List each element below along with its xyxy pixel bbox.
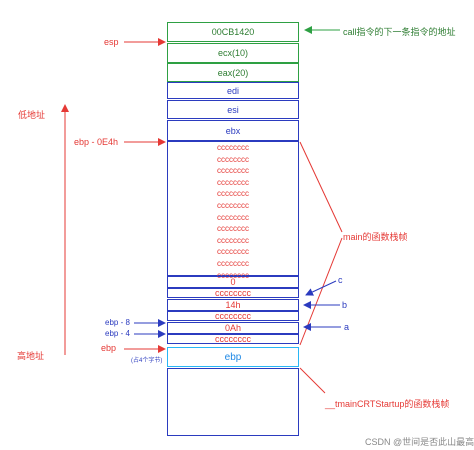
ebp-8-label: ebp - 8 <box>105 318 130 327</box>
esi-cell: esi <box>167 100 299 119</box>
fill-row: cccccccc <box>217 270 249 280</box>
fill-row: cccccccc <box>217 201 249 210</box>
eax-cell: eax(20) <box>167 63 299 82</box>
a-label: a <box>344 322 350 332</box>
low-address-label: 低地址 <box>18 110 46 120</box>
fill-row: cccccccc <box>217 189 249 199</box>
fill-row: cccccccc <box>217 235 249 245</box>
tmain-frame-block <box>167 368 299 436</box>
edi-cell: edi <box>167 82 299 99</box>
main-frame-line-2 <box>299 237 343 346</box>
watermark: CSDN @世间是否此山最高 <box>365 437 474 447</box>
fill-row: cccccccc <box>217 154 249 164</box>
call-next-label: call指令的下一条指令的地址 <box>343 27 456 37</box>
b-label: b <box>342 300 348 310</box>
fill-row: cccccccc <box>217 212 249 222</box>
fill-row: cccccccc <box>217 143 249 152</box>
fill-cell-b: cccccccc <box>167 311 299 321</box>
ecx-cell: ecx(10) <box>167 43 299 63</box>
main-frame-block <box>167 141 299 276</box>
esp-label: esp <box>104 37 119 47</box>
fill-row: cccccccc <box>217 166 249 176</box>
high-address-label: 高地址 <box>17 351 45 361</box>
saved-ebp-cell: ebp <box>167 347 299 367</box>
four-bytes-label: (占4个字节) <box>131 358 163 364</box>
var-c-cell: 0 <box>167 276 299 288</box>
c-label: c <box>338 275 343 285</box>
fill-row: cccccccc <box>217 224 249 234</box>
c-arrow <box>305 280 337 296</box>
main-frame-label: main的函数栈帧 <box>343 232 408 242</box>
var-b-cell: 14h <box>167 299 299 311</box>
ebp-0e4h-label: ebp - 0E4h <box>74 137 119 147</box>
var-a-cell: 0Ah <box>167 322 299 334</box>
return-address-cell: 00CB1420 <box>167 22 299 42</box>
fill-row: cccccccc <box>217 259 249 268</box>
fill-row: cccccccc <box>217 177 249 187</box>
ebp-4-label: ebp - 4 <box>105 329 130 338</box>
fill-cell-a: cccccccc <box>167 334 299 344</box>
fill-cell-c: cccccccc <box>167 288 299 298</box>
ebp-label: ebp <box>101 343 117 353</box>
tmain-frame-line <box>299 367 326 394</box>
tmain-frame-label: __tmainCRTStartup的函数栈帧 <box>325 399 450 409</box>
main-frame-line <box>299 141 343 233</box>
fill-row: cccccccc <box>217 247 249 257</box>
ebx-cell: ebx <box>167 120 299 141</box>
